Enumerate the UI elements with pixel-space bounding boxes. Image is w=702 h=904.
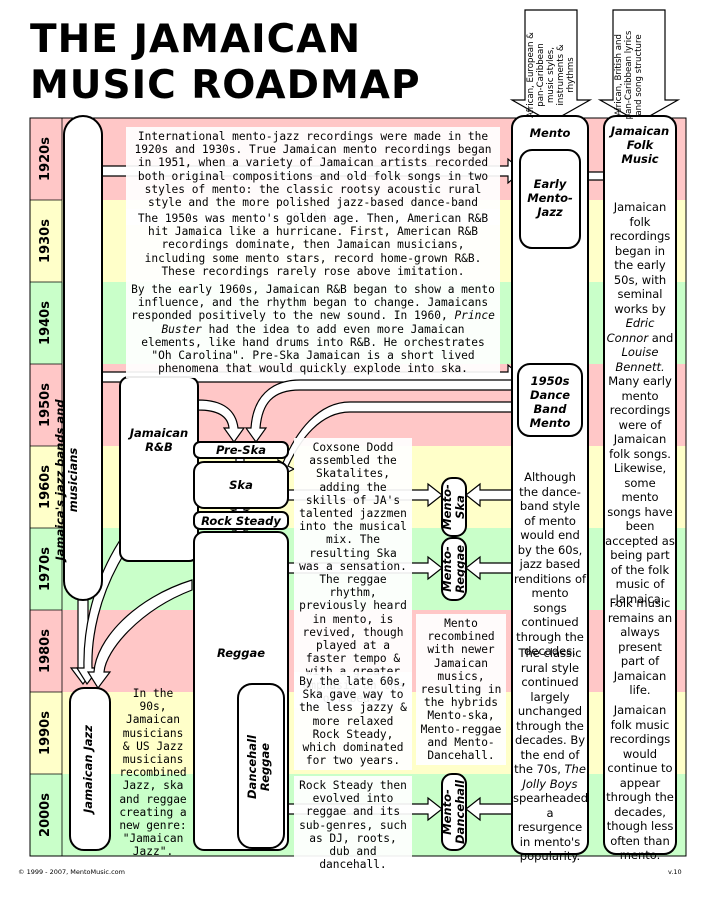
box-mento-reggae [441,537,467,601]
arrow-mento-to-mentoreggae [465,555,513,581]
box-early-mento-jazz [519,149,581,249]
decade-label-2000s: 2000s [38,793,53,837]
note-folk-continue: Jamaican folk music recordings would con… [606,703,674,862]
label-early-mento-jazz: Early Mento- Jazz [527,177,573,219]
label-rock-steady: Rock Steady [201,514,281,528]
arrow-mento-to-mentodancehall [465,796,513,822]
box-ska [193,461,289,509]
note-folk-recordings: Jamaican folk recordings began in the ea… [606,200,674,374]
label-mento-reggae: Mento- Reggae [440,544,467,594]
label-ska: Ska [229,478,253,492]
box-mento-ska [441,477,467,537]
note-folk-present: Folk music remains an always present par… [607,596,673,697]
decade-label-1970s: 1970s [38,547,53,591]
box-dance-band-mento [517,363,583,437]
box-mento [511,115,589,855]
label-mento: Mento [529,126,571,140]
arrow-reggae-to-jamaicanjazz [86,579,193,690]
note-rural-style: The classic rural style continued largel… [513,646,589,863]
note-mento-recombined: Mento recombined with newer Jamaican mus… [416,614,506,766]
decade-label-1940s: 1940s [38,301,53,345]
influence-arrows [509,9,681,123]
note-dance-band-continued: Although the dance-band style of mento w… [513,470,587,658]
decade-label-1960s: 1960s [38,465,53,509]
label-pre-ska: Pre-Ska [215,443,266,457]
label-mento-dancehall: Mento- Dancehall [440,780,467,844]
note-nineties: In the 90s, Jamaican musicians & US Jazz… [119,687,187,859]
decade-label-1980s: 1980s [38,629,53,673]
box-dancehall-reggae [237,683,285,849]
arrow-rnb-to-preska [197,399,246,444]
genre-boxes [63,115,677,855]
influence-arrow-left [509,9,593,123]
note-early-1960s: By the early 1960s, Jamaican R&B began t… [126,280,500,379]
box-folk-music [603,115,677,855]
note-golden-age: The 1950s was mento's golden age. Then, … [126,209,500,282]
label-jamaica-jazz-bands: Jamaica's jazz bands and musicians [53,399,80,561]
label-jamaican-rnb: Jamaican R&B [129,426,189,454]
decade-label-1950s: 1950s [38,383,53,427]
note-late-60s: By the late 60s, Ska gave way to the les… [294,672,412,771]
box-jamaican-rnb [119,376,199,562]
label-mento-ska: Mento- Ska [440,484,467,530]
box-jamaica-jazz-bands [63,115,103,601]
note-folk-songs: Many early mento recordings were of Jama… [605,374,675,606]
title-line-2: MUSIC ROADMAP [30,63,421,108]
note-coxsone-dodd: Coxsone Dodd assembled the Skatalites, a… [294,438,412,709]
box-mento-dancehall [441,773,467,851]
label-reggae: Reggae [216,646,266,660]
footer-version: v.10 [668,868,682,876]
box-rock-steady [193,511,289,530]
label-dancehall-reggae: Dancehall Reggae [245,735,272,799]
decade-label-1990s: 1990s [38,711,53,755]
arrow-danceband-to-ska [277,401,513,477]
influence-right-text: African, British and pan-Caribbean lyric… [614,30,644,120]
note-rock-steady-evolved: Rock Steady then evolved into reggae and… [294,776,412,875]
label-dance-band-mento: 1950s Dance Band Mento [529,374,571,430]
decade-label-1930s: 1930s [38,219,53,263]
arrow-danceband-to-preska [244,379,513,444]
arrow-mento-to-mentoska [465,482,513,508]
label-jamaican-jazz: Jamaican Jazz [81,725,95,813]
influence-left-text: African, European & pan-Caribbean music … [526,32,576,118]
box-pre-ska [193,441,289,459]
box-jamaican-jazz [69,687,111,851]
title-line-1: THE JAMAICAN [30,17,362,62]
influence-arrow-right [597,9,681,123]
label-folk-music: Jamaican Folk Music [610,124,670,166]
decade-label-1920s: 1920s [38,137,53,181]
footer-copyright: © 1999 - 2007, MentoMusic.com [18,868,125,876]
